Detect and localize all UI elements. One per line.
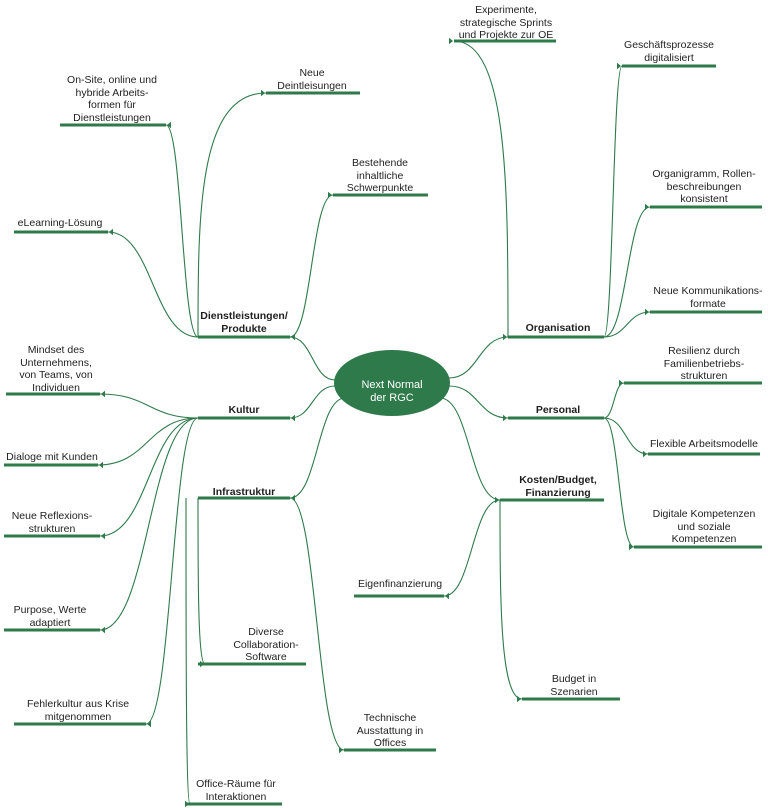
leaf-mindset: Mindset des Unternehmens, von Teams, von…	[19, 344, 93, 394]
leaf-resilienz: Resilienz durch Familienbetriebs- strukt…	[663, 345, 745, 382]
arrow-kultur	[291, 414, 295, 422]
leaf-purpose-werte: Purpose, Werte adaptiert	[13, 604, 87, 629]
branch-label-infrastruktur: Infrastruktur	[212, 486, 276, 498]
leaf-eigenfinanzierung: Eigenfinanzierung	[357, 578, 443, 590]
link-digitale	[603, 417, 635, 548]
leaf-elearning: eLearning-Lösung	[17, 217, 103, 229]
arrow-kommunikation	[645, 308, 649, 316]
leaf-bestehende-schwerpunkte: Bestehende inhaltliche Schwerpunkte	[346, 157, 414, 194]
arrow-neue-deintleisungen	[261, 89, 265, 97]
link-reflexion	[99, 417, 199, 537]
leaf-technische-ausstattung: Technische Ausstattung in Offices	[356, 712, 424, 749]
leaf-kommunikationsformate: Neue Kommunikations- formate	[653, 285, 763, 310]
link-dialoge	[97, 417, 199, 466]
arrow-fehlerkultur	[147, 720, 151, 728]
link-bestehende	[289, 194, 334, 338]
underline-layer	[4, 39, 762, 806]
arrow-purpose	[101, 626, 105, 634]
arrow-organigramm	[645, 203, 649, 211]
center-to-kosten	[439, 397, 501, 501]
link-mindset	[99, 393, 199, 419]
link-technische	[289, 497, 345, 751]
arrow-on-site	[167, 121, 171, 129]
arrow-bestehende	[328, 191, 332, 199]
center-to-personal	[448, 385, 509, 419]
leaf-reflexionsstrukturen: Neue Reflexions- strukturen	[11, 510, 93, 535]
link-neue-deintleisungen	[197, 92, 267, 338]
arrow-organisation	[503, 333, 507, 341]
link-resilienz	[603, 382, 625, 419]
arrow-mindset	[101, 390, 105, 398]
link-eigen	[443, 499, 501, 597]
branch-label-kosten: Kosten/Budget, Finanzierung	[519, 474, 597, 499]
arrow-elearning	[109, 228, 113, 236]
link-fehlerkultur	[145, 417, 199, 725]
arrow-experimente	[449, 37, 453, 45]
leaf-dialoge: Dialoge mit Kunden	[6, 451, 98, 463]
leaf-neue-deintleisungen: Neue Deintleisungen	[277, 67, 347, 92]
link-elearning	[107, 231, 199, 338]
link-organigramm	[603, 206, 651, 338]
link-collaboration	[197, 497, 206, 665]
leaf-organigramm: Organigramm, Rollen- beschreibungen kons…	[652, 168, 756, 205]
center-to-infrastruktur	[289, 397, 346, 499]
center-to-dienstleistungen	[289, 336, 336, 381]
arrow-reflexion	[101, 532, 105, 540]
branch-label-organisation: Organisation	[525, 322, 591, 334]
leaf-digitale-kompetenzen: Digitale Kompetenzen und soziale Kompete…	[652, 508, 756, 545]
center-to-kultur	[289, 385, 336, 419]
arrow-resilienz	[619, 379, 623, 387]
arrow-geschaeft	[617, 62, 621, 70]
leaf-budget-szenarien: Budget in Szenarien	[550, 673, 598, 698]
link-geschaeft	[603, 65, 623, 338]
link-office	[185, 497, 191, 805]
branch-label-dienstleistungen: Dienstleistungen/ Produkte	[200, 310, 288, 335]
branch-label-personal: Personal	[535, 404, 581, 416]
arrow-technische	[339, 746, 343, 754]
link-flexible	[603, 417, 649, 455]
arrow-dialoge	[99, 461, 103, 469]
arrow-flexible	[643, 450, 647, 458]
link-on-site	[165, 124, 199, 338]
arrow-eigen	[445, 592, 449, 600]
center-to-organisation	[448, 336, 509, 379]
connector-layer	[97, 37, 651, 808]
link-purpose	[99, 417, 199, 631]
arrow-budget	[517, 695, 521, 703]
leaf-experimente: Experimente, strategische Sprints und Pr…	[458, 4, 554, 41]
center-node	[334, 350, 450, 416]
arrow-digitale	[629, 543, 633, 551]
leaf-fehlerkultur: Fehlerkultur aus Krise mitgenommen	[26, 698, 130, 723]
leaf-flexible-arbeitsmodelle: Flexible Arbeitsmodelle	[650, 438, 758, 450]
center-node-label: Next Normal der RGC	[361, 379, 423, 404]
leaf-on-site-hybrid: On-Site, online und hybride Arbeits- for…	[67, 74, 157, 124]
branch-label-kultur: Kultur	[228, 404, 260, 416]
leaf-office-raeume: Office-Räume für Interaktionen	[196, 778, 276, 803]
link-budget	[499, 499, 523, 700]
leaf-geschaeftsprozesse: Geschäftsprozesse digitalisiert	[624, 39, 714, 64]
arrow-personal	[503, 414, 507, 422]
link-experimente	[453, 40, 509, 338]
leaf-collaboration-software: Diverse Collaboration- Software	[233, 626, 299, 663]
link-kommunikation	[603, 311, 651, 338]
